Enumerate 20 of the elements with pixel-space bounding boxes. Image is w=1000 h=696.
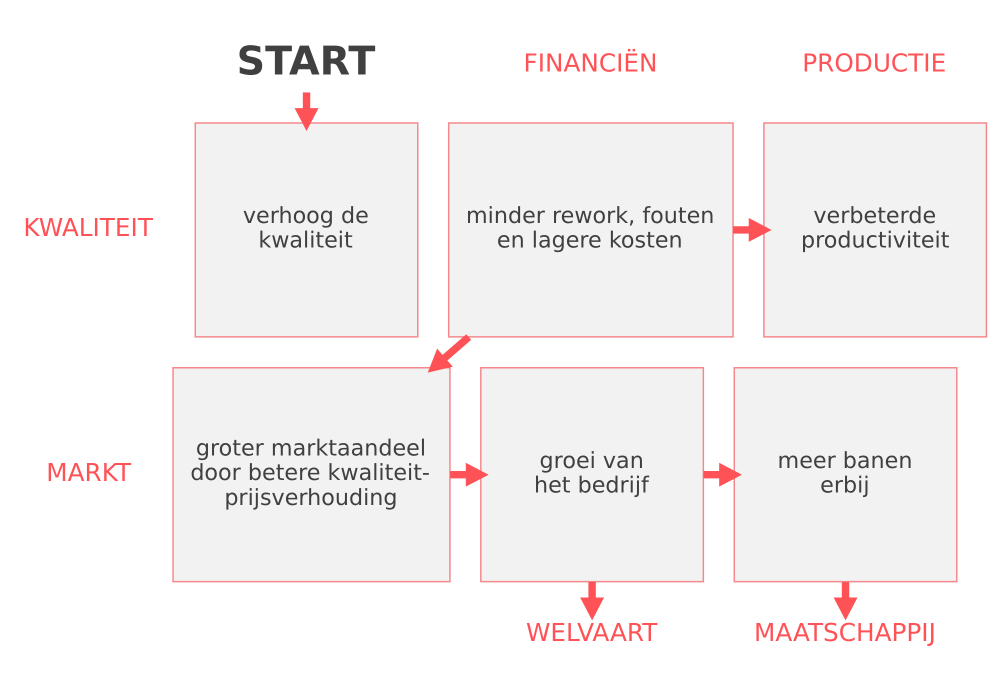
node-box: minder rework, fouten en lagere kosten xyxy=(448,122,734,338)
label: MARKT xyxy=(46,458,132,487)
arrow xyxy=(703,462,742,487)
label: FINANCIËN xyxy=(523,48,658,78)
node-box: verhoog de kwaliteit xyxy=(194,122,419,338)
arrow xyxy=(294,92,319,131)
node-box: groter marktaandeel door betere kwaliteit-prijsverhouding xyxy=(172,367,451,582)
arrow xyxy=(733,218,772,242)
node-box: verbeterde productiviteit xyxy=(763,122,988,338)
arrow xyxy=(580,582,604,620)
node-box: groei van het bedrijf xyxy=(480,367,704,582)
node-text: MAATSCHAPPIJ xyxy=(754,618,936,647)
label: KWALITEIT xyxy=(23,213,153,242)
arrow xyxy=(428,334,472,373)
node-box: meer banen erbij xyxy=(734,367,958,582)
node-text: WELVAART xyxy=(526,618,658,647)
arrow xyxy=(834,582,858,620)
label: PRODUCTIE xyxy=(802,48,946,78)
node-text: START xyxy=(236,38,376,84)
arrow xyxy=(450,462,489,487)
